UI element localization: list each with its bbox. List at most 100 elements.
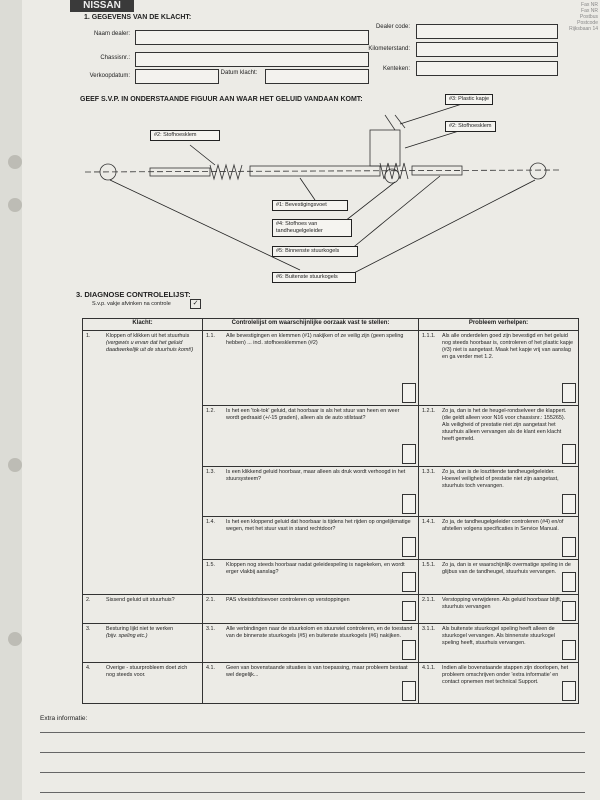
naam-dealer-field[interactable] <box>135 30 369 45</box>
corner-line: Fax NR <box>581 8 598 14</box>
check-number: 1.3. <box>206 469 215 475</box>
datum-klacht-field[interactable] <box>265 69 369 84</box>
check-cell: 2.1. PAS vloeistofstoevoer controleren op… <box>202 594 419 624</box>
check-cell: 1.3. Is een klikkend geluid hoorbaar, maa… <box>202 466 419 517</box>
callout-buitenste-stuurkogels: #6: Buitenste stuurkogels <box>272 272 356 283</box>
section-3-subtitle: S.v.p. vakje afvinken na controle <box>92 301 171 307</box>
extra-line[interactable] <box>40 772 585 773</box>
checkbox[interactable] <box>562 601 576 621</box>
table-row: 1.4. Is het een kloppend geluid dat hoorb… <box>83 516 579 560</box>
kilometerstand-label: Kilometerstand: <box>368 46 410 52</box>
checkbox[interactable] <box>402 681 416 701</box>
check-number: 3.1. <box>206 626 215 632</box>
extra-line[interactable] <box>40 732 585 733</box>
section-3-title: 3. DIAGNOSE CONTROLELIJST: <box>76 290 191 299</box>
checkbox[interactable] <box>402 572 416 592</box>
corner-line: Rijksbaan 14 <box>569 26 598 32</box>
check-text: Alle bevestigingen en klemmen (#1) nakij… <box>226 333 404 346</box>
binder-hole <box>8 458 22 472</box>
chassisnr-label: Chassisnr.: <box>100 55 130 61</box>
fix-number: 1.4.1. <box>422 519 436 525</box>
checkmark-box[interactable]: ✓ <box>190 299 201 309</box>
fix-cell: 1.4.1.Zo ja, de tandheugelgeleider contr… <box>418 516 579 560</box>
check-text: PAS vloeistofstoevoer controleren op ver… <box>226 597 350 603</box>
checkbox[interactable] <box>402 601 416 621</box>
check-text: Alle verbindingen naar de stuurkolom en … <box>226 626 413 639</box>
callout-stofhoes-tandheugel: #4: Stofhoes van tandheugelgeleider <box>272 219 352 237</box>
fix-cell: 1.3.1.Zo ja, dan is de losztitende tandh… <box>418 466 579 517</box>
section-2-title: GEEF S.V.P. IN ONDERSTAANDE FIGUUR AAN W… <box>80 96 363 103</box>
klacht-note: (vergewis u ervan dat het geluid daadwer… <box>106 340 194 353</box>
table-row: 3.Besturing lijkt niet te werken(bijv. s… <box>82 623 579 663</box>
check-number: 2.1. <box>206 597 215 603</box>
verkoopdatum-field[interactable] <box>135 69 219 84</box>
checkbox[interactable] <box>562 681 576 701</box>
fix-number: 2.1.1. <box>422 597 436 603</box>
checkbox[interactable] <box>402 383 416 403</box>
fix-cell: 1.2.1. Zo ja, dan is het de heugel-rondse… <box>418 405 579 467</box>
check-cell: 1.5.Kloppen nog steeds hoorbaar nadat ge… <box>202 559 419 595</box>
fix-cell: 3.1.1.Als buitenste stuurkogel speling h… <box>418 623 579 663</box>
dealer-code-label: Dealer code: <box>375 24 410 30</box>
fix-cell: 1.1.1. Als alle onderdelen goed zijn beve… <box>418 330 579 406</box>
checkbox[interactable] <box>402 494 416 514</box>
binder-hole <box>8 198 22 212</box>
extra-line[interactable] <box>40 792 585 793</box>
fix-number: 1.5.1. <box>422 562 436 568</box>
fix-text: Zo ja, dan is het de heugel-rondselveer … <box>442 408 567 442</box>
table-row: 1.3. Is een klikkend geluid hoorbaar, maa… <box>83 466 579 517</box>
check-cell: 1.1. Alle bevestigingen en klemmen (#1) n… <box>202 330 419 406</box>
fix-number: 1.1.1. <box>422 333 436 339</box>
dealer-code-field[interactable] <box>416 24 558 39</box>
fix-cell: 4.1.1. Indien alle bovenstaande stappen z… <box>418 662 579 704</box>
table-header-row: Klacht: Controlelijst om waarschijnlijke… <box>82 318 579 331</box>
check-text: Is het een 'tok-tok' geluid, dat hoorbaa… <box>226 408 400 421</box>
checkbox[interactable] <box>562 640 576 660</box>
kenteken-label: Kenteken: <box>382 66 410 72</box>
callout-binnenste-stuurkogels: #5: Binnenste stuurkogels <box>272 246 358 257</box>
check-text: Is een klikkend geluid hoorbaar, maar al… <box>226 469 406 482</box>
fix-text: Verstopping verwijderen. Als geluid hoor… <box>442 597 562 610</box>
check-text: Is het een kloppend geluid dat hoorbaar … <box>226 519 411 532</box>
fix-number: 1.2.1. <box>422 408 436 414</box>
kilometerstand-field[interactable] <box>416 42 558 57</box>
check-text: Kloppen nog steeds hoorbaar nadat geleid… <box>226 562 405 575</box>
check-text: Geen van bovenstaande situaties is van t… <box>226 665 408 678</box>
table-row: 2.Sissend geluid uit stuurhuis? 2.1. PAS … <box>82 594 579 624</box>
check-cell: 1.4. Is het een kloppend geluid dat hoorb… <box>202 516 419 560</box>
checkbox[interactable] <box>562 383 576 403</box>
fix-text: Als buitenste stuurkogel speling heeft a… <box>442 626 555 646</box>
klacht-cell: 2.Sissend geluid uit stuurhuis? <box>82 594 203 624</box>
extra-line[interactable] <box>40 752 585 753</box>
callout-bevestigingsvoet: #1: Bevestigingsvoet <box>272 200 348 211</box>
fix-text: Zo ja, dan is de losztitende tandheugelg… <box>442 469 559 489</box>
check-number: 1.4. <box>206 519 215 525</box>
checkbox[interactable] <box>402 444 416 464</box>
checkbox[interactable] <box>402 640 416 660</box>
table-row: 1.2.Is het een 'tok-tok' geluid, dat hoo… <box>83 405 579 467</box>
checkbox[interactable] <box>562 572 576 592</box>
fix-number: 4.1.1. <box>422 665 436 671</box>
check-cell: 4.1. Geen van bovenstaande situaties is v… <box>202 662 419 704</box>
klacht-cell: 1.Kloppen of klikken uit het stuurhuis(v… <box>82 330 203 595</box>
klacht-note: (bijv. speling etc.) <box>106 633 148 639</box>
chassisnr-field[interactable] <box>135 52 369 67</box>
callout-plastic-kapje: #3: Plastic kapje <box>445 94 494 105</box>
checkbox[interactable] <box>562 444 576 464</box>
checkbox[interactable] <box>402 537 416 557</box>
fix-text: Indien alle bovenstaande stappen zijn do… <box>442 665 569 685</box>
nissan-logo: NISSAN <box>70 0 134 12</box>
binder-hole <box>8 155 22 169</box>
checkbox[interactable] <box>562 537 576 557</box>
row-number: 1. <box>86 333 91 339</box>
callout-stofhoesklem-right: #2: Stofhoesklem <box>445 121 496 132</box>
naam-dealer-label: Naam dealer: <box>93 31 130 37</box>
check-number: 4.1. <box>206 665 215 671</box>
corner-info: Fax NR Fax NR Postbus Postcode Rijksbaan… <box>540 2 598 32</box>
kenteken-field[interactable] <box>416 61 558 76</box>
checkbox[interactable] <box>562 494 576 514</box>
corner-line: Postcode <box>577 20 598 26</box>
fix-text: Als alle onderdelen goed zijn bevestigd … <box>442 333 573 360</box>
check-number: 1.1. <box>206 333 215 339</box>
